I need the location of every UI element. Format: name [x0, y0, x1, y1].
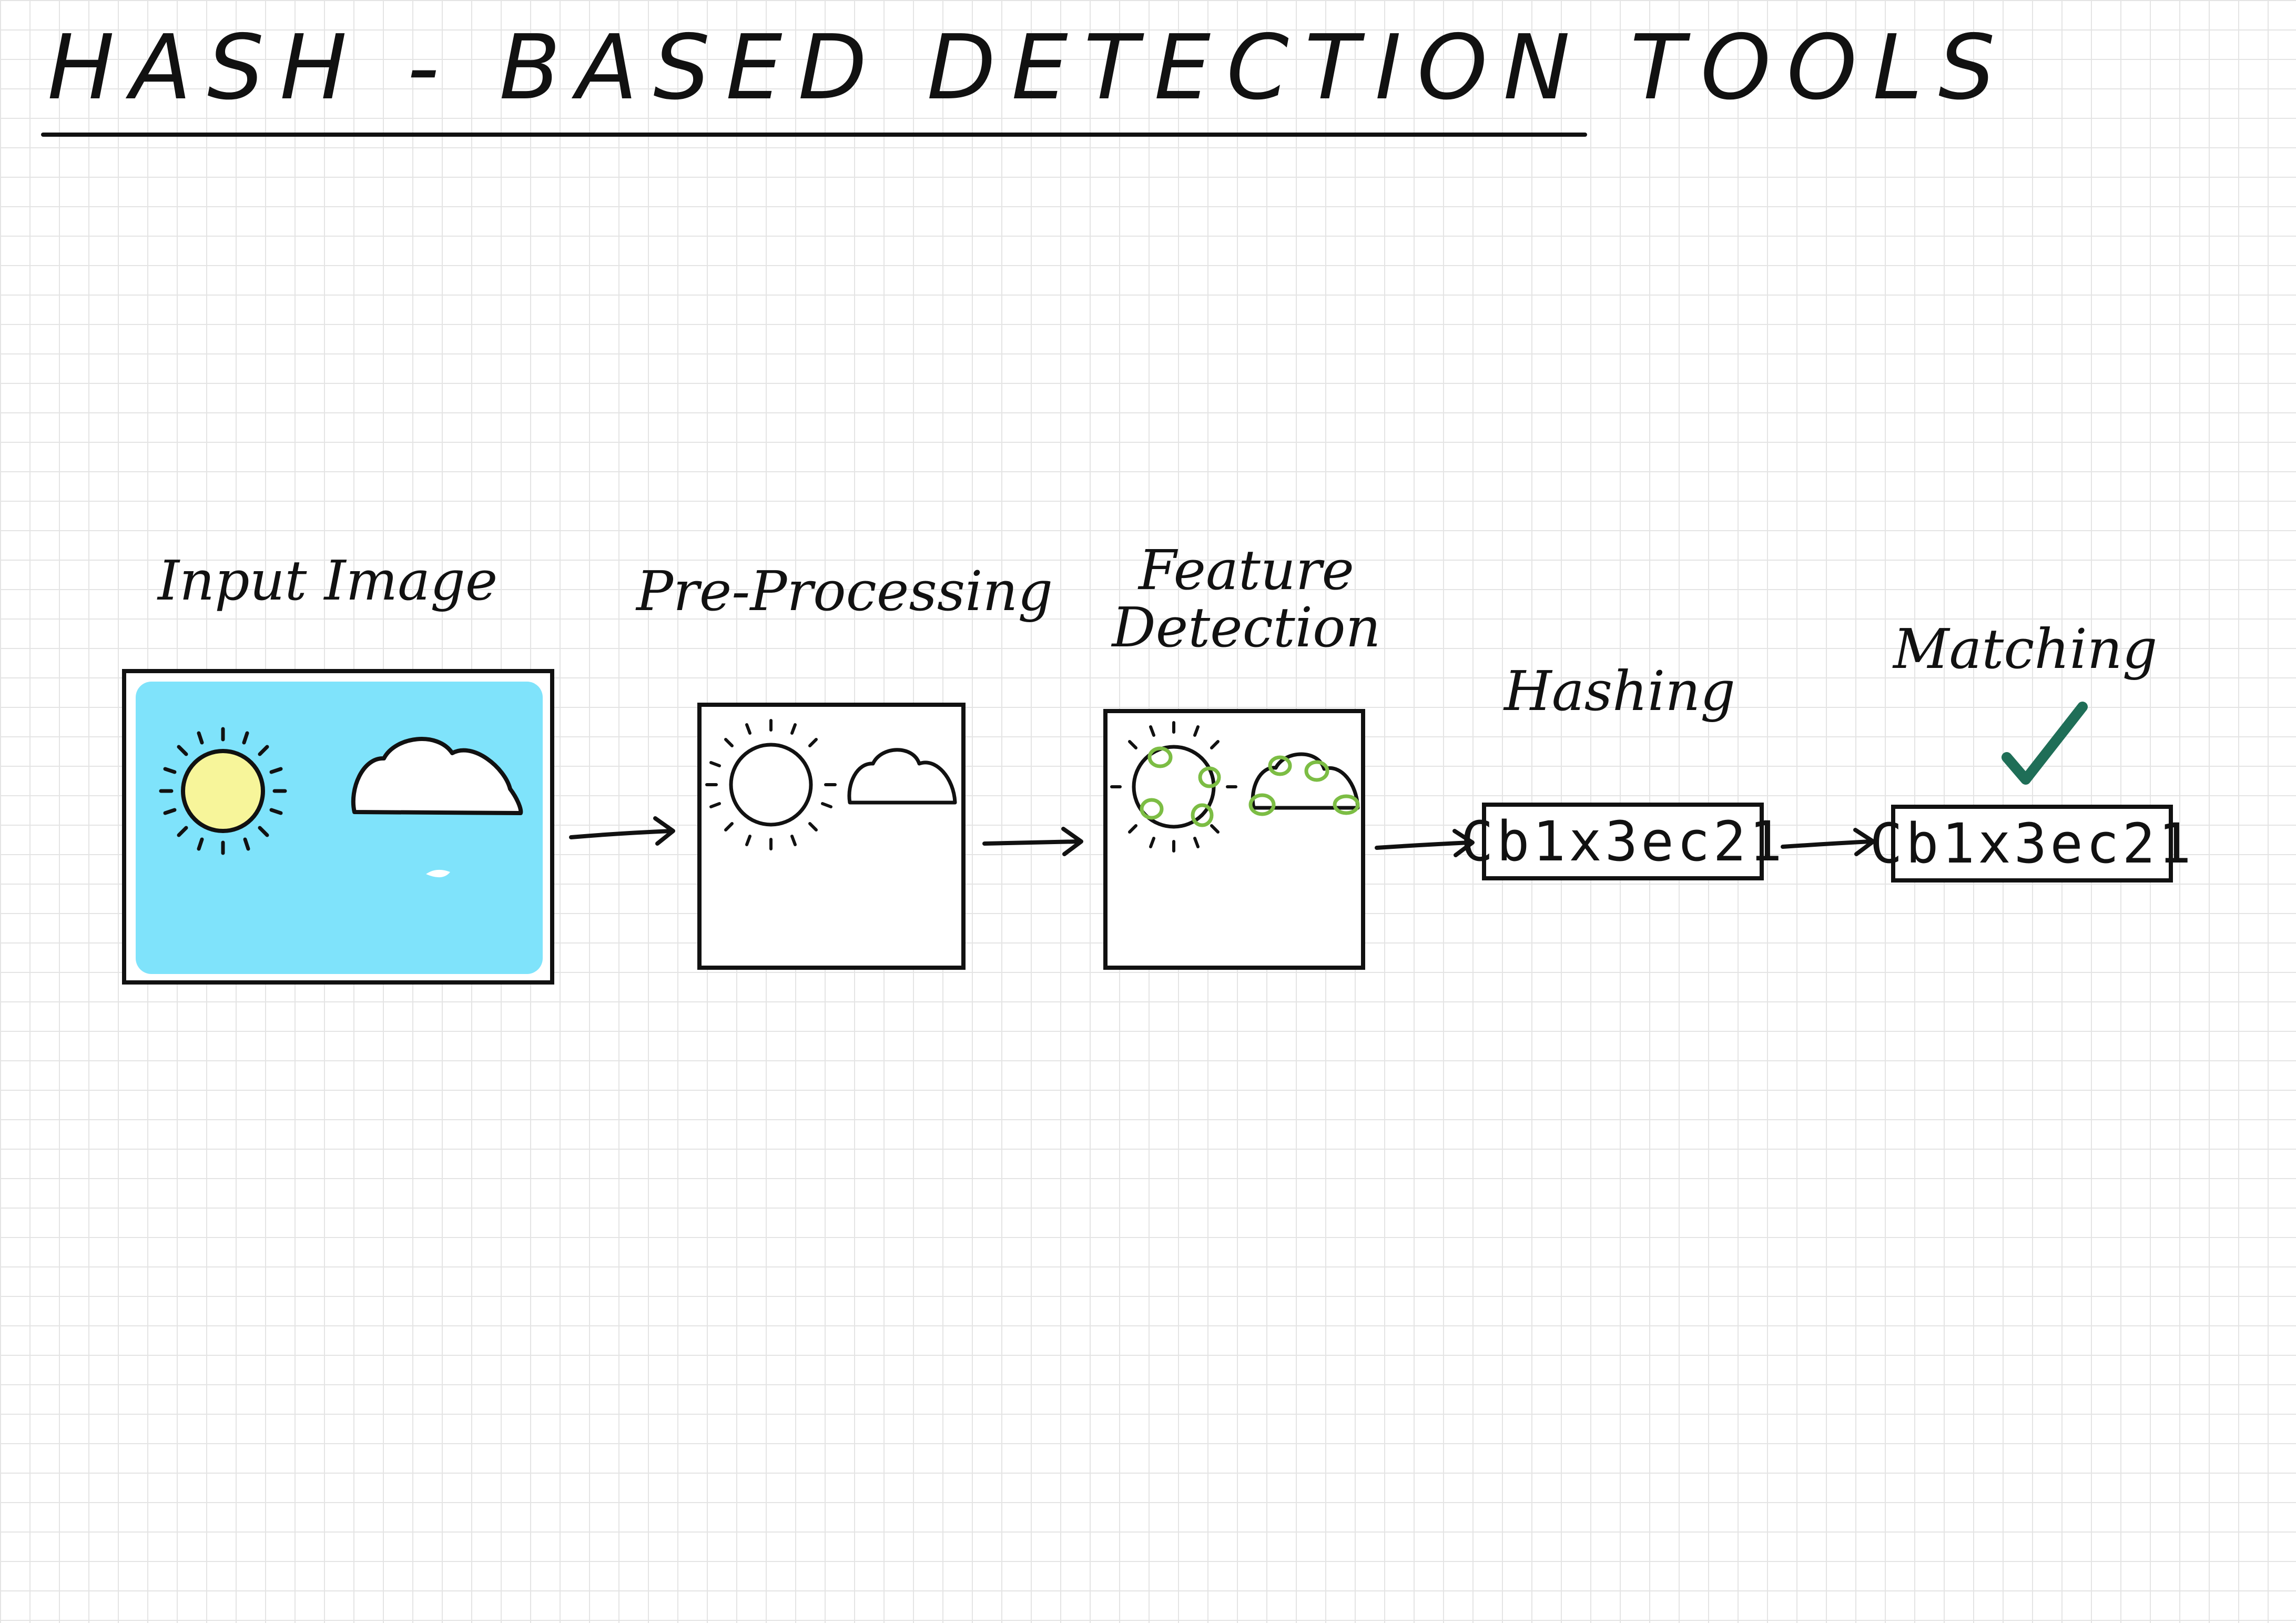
sun-icon: [159, 727, 287, 855]
stage-label-pre-processing: Pre-Processing: [636, 559, 1053, 623]
sky-fill: [136, 682, 543, 974]
pre-processing-scene: [705, 719, 957, 850]
checkmark-icon: [2002, 702, 2088, 785]
arrow-right-icon: [569, 816, 675, 846]
sun-outline-icon: [729, 743, 813, 827]
stage-label-hashing: Hashing: [1504, 659, 1735, 723]
pre-processing-frame: [697, 703, 966, 970]
arrow-right-icon: [982, 827, 1083, 856]
stage-label-feature-detection: Feature Detection: [1112, 538, 1381, 660]
cloud-icon: [351, 737, 523, 815]
input-image-scene: [136, 682, 543, 974]
page-title: HASH - BASED DETECTION TOOLS: [47, 16, 2011, 120]
white-patch: [426, 869, 450, 878]
arrow-right-icon: [1375, 829, 1475, 857]
stage-label-matching: Matching: [1893, 617, 2158, 681]
cloud-outline-icon: [1251, 752, 1360, 810]
feature-detection-scene: [1110, 721, 1360, 853]
cloud-outline-icon: [847, 748, 957, 805]
stage-label-input-image: Input Image: [158, 549, 498, 613]
title-underline: [41, 133, 1587, 137]
arrow-right-icon: [1781, 828, 1875, 856]
matched-hash-box: Cb1x3ec21: [1870, 805, 2191, 882]
feature-point-icon: [1140, 746, 1360, 827]
feature-detection-frame: [1103, 709, 1365, 970]
hash-output-box: Cb1x3ec21: [1460, 803, 1782, 880]
